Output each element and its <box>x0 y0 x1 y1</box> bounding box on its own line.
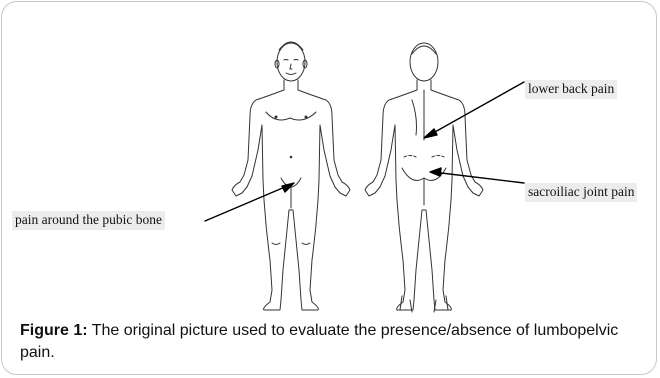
sacroiliac-arrow <box>433 172 524 183</box>
caption-label: Figure 1: <box>20 322 88 339</box>
caption-text: The original picture used to evaluate th… <box>20 322 618 361</box>
label-lower-back-pain: lower back pain <box>525 80 617 99</box>
lower-back-arrow <box>426 82 524 137</box>
label-sacroiliac-joint-pain: sacroiliac joint pain <box>525 183 637 202</box>
front-body-outline <box>232 42 350 310</box>
figure-caption: Figure 1: The original picture used to e… <box>20 320 650 364</box>
label-pubic-bone-pain: pain around the pubic bone <box>12 211 165 230</box>
pubic-arrow <box>205 184 292 221</box>
back-body-outline <box>365 43 483 312</box>
